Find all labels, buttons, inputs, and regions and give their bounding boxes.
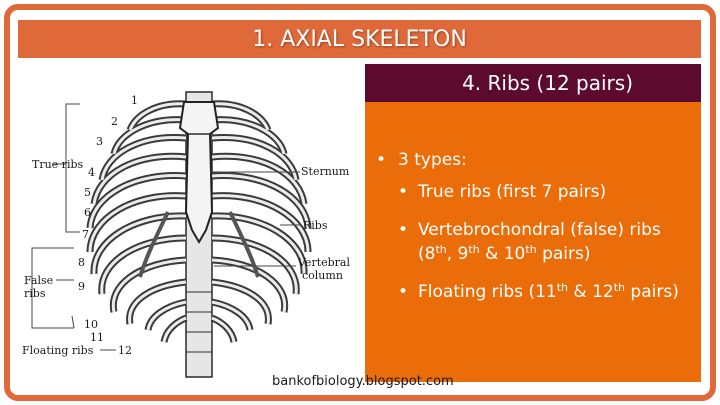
- slide-title: 1. AXIAL SKELETON: [18, 20, 701, 58]
- rib-number-2: 2: [111, 115, 118, 128]
- rib-number-1: 1: [131, 94, 138, 107]
- rib-number-5: 5: [84, 186, 91, 199]
- rib-cage-diagram: 1 2 3 4 5 6 7 8 9 10 11 12 True ribs Fal…: [22, 91, 350, 378]
- label-brackets: [31, 103, 116, 351]
- true-ribs-label: True ribs: [32, 158, 84, 171]
- sternum-label: Sternum: [301, 165, 350, 178]
- right-leader-lines: [210, 171, 302, 267]
- slide-subtitle: 4. Ribs (12 pairs): [365, 64, 701, 102]
- rib-number-12: 12: [118, 344, 132, 357]
- rib-number-6: 6: [84, 206, 91, 219]
- rib-number-labels: 1 2 3 4 5 6 7 8 9 10 11 12: [78, 94, 138, 357]
- rib-number-8: 8: [78, 256, 85, 269]
- vertebral-column-label-2: column: [302, 269, 343, 282]
- ribs-label: Ribs: [303, 219, 328, 232]
- rib-number-7: 7: [82, 228, 89, 241]
- rib-number-4: 4: [88, 166, 95, 179]
- ribs-left-highlight: [88, 102, 187, 343]
- floating-ribs-label: Floating ribs: [22, 344, 94, 357]
- rib-number-9: 9: [78, 280, 85, 293]
- false-ribs-label-2: ribs: [24, 287, 46, 300]
- false-ribs-label-1: False: [24, 274, 53, 287]
- costal-cartilage-shape: [138, 211, 260, 278]
- rib-number-10: 10: [84, 318, 98, 331]
- rib-number-11: 11: [90, 331, 104, 344]
- bullet-dot-icon: •: [398, 182, 409, 202]
- bullet-dot-icon: •: [398, 282, 409, 302]
- bullet-dot-icon: •: [376, 150, 387, 170]
- vertebral-column-label-1: Vertebral: [297, 256, 350, 269]
- source-credit: bankofbiology.blogspot.com: [272, 374, 454, 389]
- sternum-shape: [178, 101, 220, 244]
- rib-number-3: 3: [96, 135, 103, 148]
- rib-cage-illustration: [86, 91, 312, 378]
- bullet-dot-icon: •: [398, 220, 409, 240]
- info-panel: [365, 102, 701, 382]
